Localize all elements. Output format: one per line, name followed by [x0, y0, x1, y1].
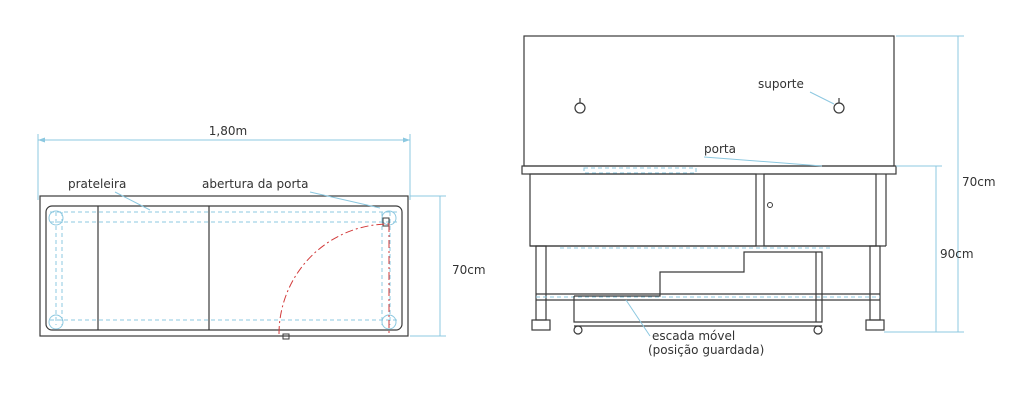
upper-height-label: 70cm	[962, 175, 996, 189]
mobile-ladder	[573, 251, 823, 335]
shelf-outline	[50, 211, 398, 325]
support-label: suporte	[758, 77, 804, 91]
depth-dimension: 70cm	[410, 195, 486, 337]
ladder-label-line1: escada móvel	[652, 329, 735, 343]
elevation-view: suporte porta	[521, 35, 996, 357]
upper-height-dimension: 70cm	[896, 35, 996, 332]
depth-dimension-label: 70cm	[452, 263, 486, 277]
width-dimension-label: 1,80m	[209, 124, 247, 138]
shelf-label: prateleira	[68, 177, 126, 191]
door-opening-label: abertura da porta	[202, 177, 308, 191]
width-dimension: 1,80m	[37, 124, 411, 200]
corner-posts	[48, 210, 397, 330]
legs	[531, 245, 885, 331]
lower-height-label: 90cm	[940, 247, 974, 261]
door-swing-arc	[278, 223, 390, 335]
plan-inner-tub	[45, 205, 403, 331]
plan-view: 1,80m prateleir	[37, 124, 486, 340]
countertop	[521, 165, 897, 175]
lower-height-dimension: 90cm	[884, 165, 974, 333]
cabinet-door	[763, 173, 877, 247]
plan-outer-body	[39, 195, 409, 337]
ladder-label-line2: (posição guardada)	[648, 343, 764, 357]
support-handles	[574, 98, 845, 114]
door-label: porta	[704, 142, 736, 156]
